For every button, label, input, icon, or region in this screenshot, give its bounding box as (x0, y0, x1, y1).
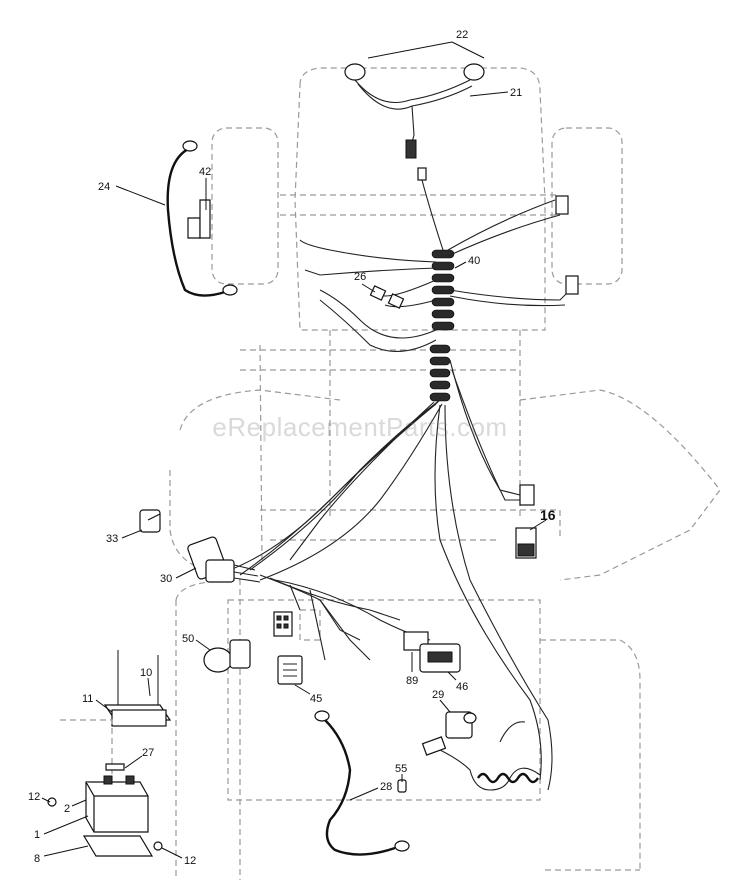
callout-8: 8 (34, 853, 40, 865)
pto-switch-50 (203, 639, 251, 673)
callout-16: 16 (540, 507, 556, 523)
module-45 (277, 655, 303, 685)
callout-29: 29 (432, 689, 444, 701)
callout-2: 2 (64, 803, 70, 815)
callout-1: 1 (34, 829, 40, 841)
callout-21: 21 (510, 87, 522, 99)
battery-assembly (47, 650, 172, 857)
callout-26: 26 (354, 271, 366, 283)
callout-12-left: 12 (28, 791, 40, 803)
callout-24: 24 (98, 181, 110, 193)
right-connectors (519, 195, 579, 506)
coiled-lead (421, 721, 541, 791)
switch-33 (139, 509, 161, 533)
main-harness-coil (429, 249, 455, 402)
callout-33: 33 (106, 533, 118, 545)
relay-16 (515, 527, 537, 559)
callout-45: 45 (310, 693, 322, 705)
hour-meter-46 (403, 631, 461, 673)
plug-connector (273, 611, 293, 637)
harness-branches (229, 179, 576, 791)
callout-12-right: 12 (184, 855, 196, 867)
ignition-switch-30 (187, 536, 261, 583)
connectors-26 (369, 285, 405, 309)
callout-11: 11 (82, 693, 93, 705)
callout-labels: 22 21 24 42 26 40 16 33 30 50 45 89 46 2… (28, 29, 556, 867)
ground-cable-24 (166, 140, 238, 297)
callout-30: 30 (160, 573, 172, 585)
callout-27: 27 (142, 747, 154, 759)
callout-89: 89 (406, 675, 418, 687)
leader-lines (41, 41, 547, 859)
callout-50: 50 (182, 633, 194, 645)
callout-10: 10 (140, 667, 152, 679)
callout-42: 42 (199, 166, 211, 178)
battery-cable-28 (314, 710, 410, 856)
callout-55: 55 (395, 763, 407, 775)
tractor-outline (169, 67, 721, 880)
callout-22: 22 (456, 29, 468, 41)
headlight-harness (344, 63, 485, 181)
callout-46: 46 (456, 681, 468, 693)
callout-40: 40 (468, 255, 480, 267)
solenoid-29 (445, 711, 477, 739)
callout-28: 28 (380, 781, 392, 793)
